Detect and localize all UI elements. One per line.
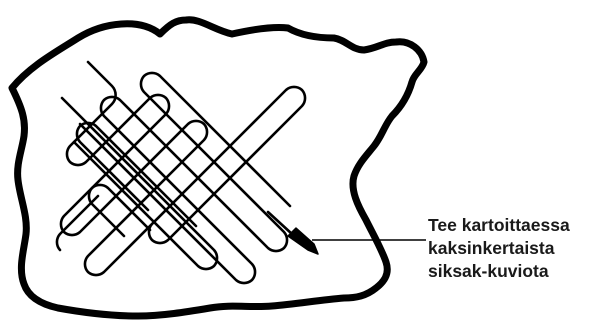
- metal-detector-probe-icon: [268, 212, 318, 254]
- callout-line-2: kaksinkertaista: [428, 237, 608, 260]
- zigzag-path-diagonal: [61, 62, 305, 275]
- callout-line-1: Tee kartoittaessa: [428, 214, 608, 237]
- callout-line-3: siksak-kuviota: [428, 260, 608, 283]
- search-area-boundary: [12, 20, 424, 316]
- zigzag-path-cross: [62, 73, 290, 283]
- callout-caption: Tee kartoittaessa kaksinkertaista siksak…: [428, 214, 608, 283]
